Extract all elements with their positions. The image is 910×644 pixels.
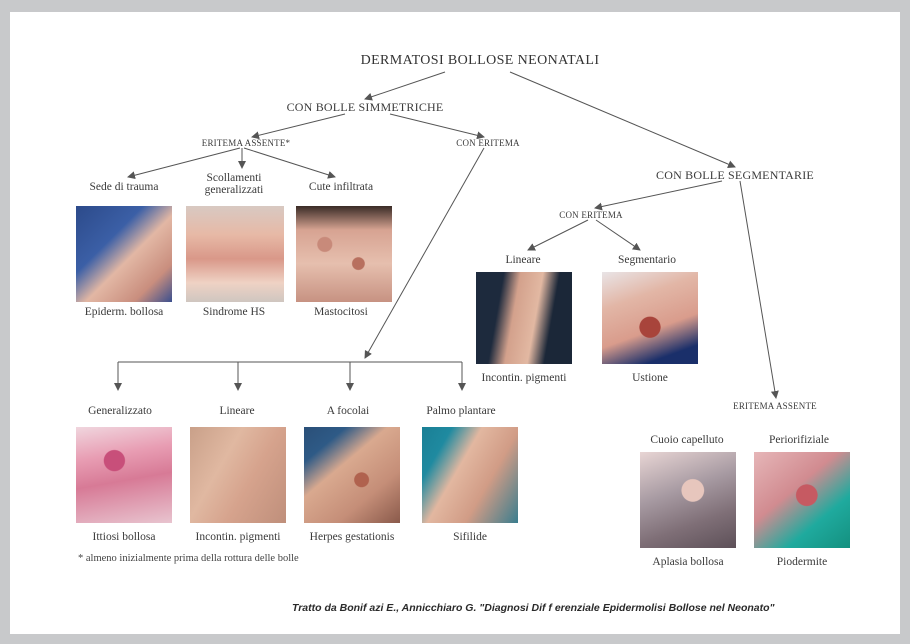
caption-incontin-pigmenti: Incontin. pigmenti xyxy=(196,531,281,543)
caption-herpes-gestationis: Herpes gestationis xyxy=(310,531,395,543)
node-con-bolle-simmetriche: CON BOLLE SIMMETRICHE xyxy=(287,101,444,114)
connector-seg-eritema-to-lineare xyxy=(528,220,588,250)
node-con-bolle-segmentarie: CON BOLLE SEGMENTARIE xyxy=(656,169,814,182)
clinical-photo-skin-icon xyxy=(76,427,172,523)
label-scollamenti-line2: generalizzati xyxy=(205,184,264,196)
label-cute-infiltrata: Cute infiltrata xyxy=(309,181,373,193)
node-eritema-assente-seg: ERITEMA ASSENTE xyxy=(733,402,817,411)
node-con-eritema-seg: CON ERITEMA xyxy=(559,211,622,220)
clinical-photo-infant-icon xyxy=(76,206,172,302)
connector-sym-to-eritema-assente xyxy=(252,114,345,137)
clinical-photo-scalp-icon xyxy=(640,452,736,548)
footnote: * almeno inizialmente prima della rottur… xyxy=(78,553,299,564)
caption-epiderm-bollosa: Epiderm. bollosa xyxy=(85,306,164,318)
connector-root-to-simmetriche xyxy=(365,72,445,99)
clinical-photo-trunk-icon xyxy=(296,206,392,302)
label-lineare-seg: Lineare xyxy=(505,254,540,266)
node-con-eritema-sym: CON ERITEMA xyxy=(456,139,519,148)
label-cuoio-capelluto: Cuoio capelluto xyxy=(650,434,723,446)
connector-sym-to-con-eritema xyxy=(390,114,484,137)
clinical-photo-back-icon xyxy=(186,206,284,302)
caption-aplasia-bollosa: Aplasia bollosa xyxy=(652,556,723,568)
connector-seg-to-eritema-assente xyxy=(740,181,776,398)
label-palmo-plantare: Palmo plantare xyxy=(426,405,495,417)
label-segmentario: Segmentario xyxy=(618,254,676,266)
clinical-photo-mouth-icon xyxy=(754,452,850,548)
label-a-focolai: A focolai xyxy=(327,405,369,417)
label-sede-di-trauma: Sede di trauma xyxy=(90,181,159,193)
connector-seg-eritema-to-segmentario xyxy=(596,220,640,250)
label-periorifiziale: Periorifiziale xyxy=(769,434,829,446)
caption-ittiosi-bollosa: Ittiosi bollosa xyxy=(93,531,156,543)
diagram-title: DERMATOSI BOLLOSE NEONATALI xyxy=(361,54,600,69)
caption-incontin-pigmenti-seg: Incontin. pigmenti xyxy=(482,372,567,384)
caption-mastocitosi: Mastocitosi xyxy=(314,306,368,318)
clinical-photo-infant-icon xyxy=(304,427,400,523)
label-generalizzato: Generalizzato xyxy=(88,405,152,417)
caption-piodermite: Piodermite xyxy=(777,556,827,568)
label-lineare: Lineare xyxy=(219,405,254,417)
clinical-photo-leg-icon xyxy=(190,427,286,523)
caption-ustione: Ustione xyxy=(632,372,668,384)
clinical-photo-foot-icon xyxy=(422,427,518,523)
source-credit: Tratto da Bonif azi E., Annicchiaro G. "… xyxy=(292,602,775,614)
connector-seg-to-con-eritema xyxy=(595,181,722,208)
connector-root-to-segmentarie xyxy=(510,72,735,167)
label-scollamenti-line1: Scollamenti xyxy=(205,172,264,184)
node-eritema-assente-sym: ERITEMA ASSENTE* xyxy=(202,139,290,148)
clinical-photo-leg-icon xyxy=(476,272,572,364)
label-scollamenti-generalizzati: Scollamenti generalizzati xyxy=(205,172,264,196)
caption-sifilide: Sifilide xyxy=(453,531,487,543)
clinical-photo-thigh-icon xyxy=(602,272,698,364)
caption-sindrome-hs: Sindrome HS xyxy=(203,306,265,318)
